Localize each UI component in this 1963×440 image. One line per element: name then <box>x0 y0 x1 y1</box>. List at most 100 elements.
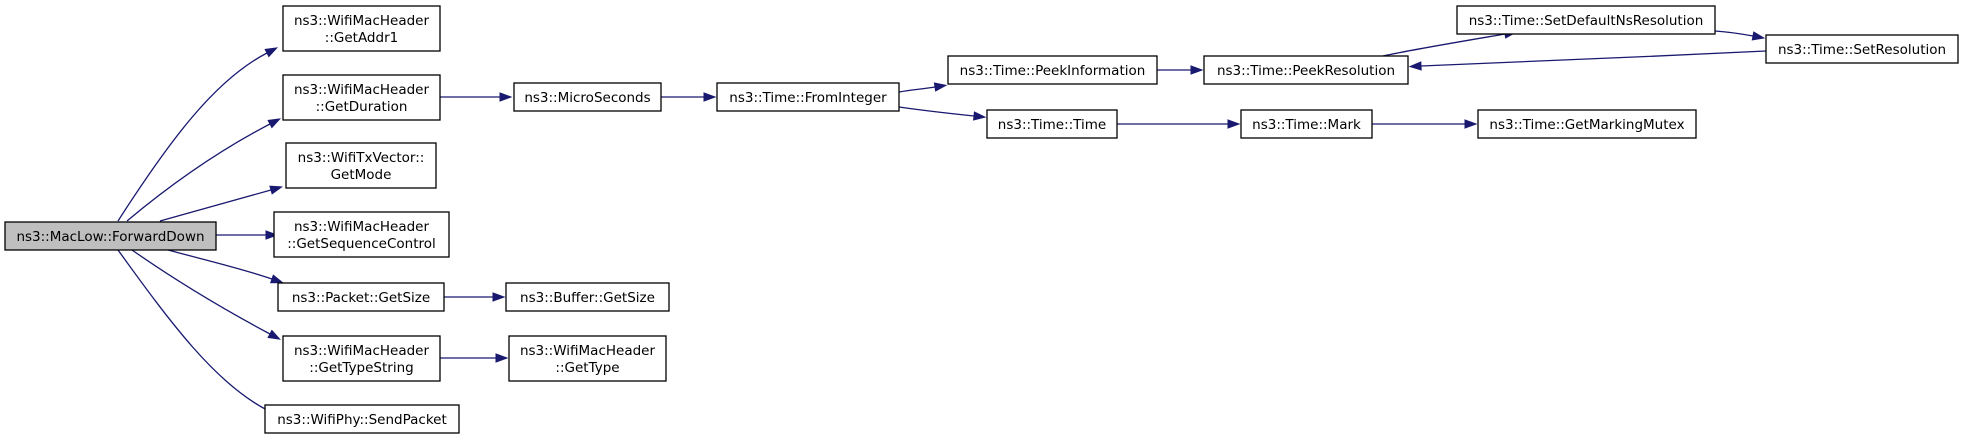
edge-n11-n13 <box>898 106 987 121</box>
edge-n17-n14 <box>1408 50 1767 71</box>
arrowhead <box>269 274 284 284</box>
node-label: ns3::Time::PeekResolution <box>1217 63 1395 79</box>
edge-line <box>898 86 936 93</box>
arrowhead <box>265 230 279 240</box>
node-label: ::GetAddr1 <box>325 30 398 46</box>
callee-node[interactable]: ns3::Time::GetMarkingMutex <box>1477 109 1697 139</box>
arrowhead <box>1408 61 1422 71</box>
node-box <box>1203 55 1409 85</box>
edge-n0-n7 <box>117 249 279 416</box>
arrowhead <box>1751 31 1766 41</box>
node-label: ::GetSequenceControl <box>287 236 436 252</box>
arrowhead <box>973 111 987 121</box>
current-function-node[interactable]: ns3::MacLow::ForwardDown <box>4 221 217 251</box>
node-label: ns3::Time::FromInteger <box>729 90 887 106</box>
node-box <box>285 142 437 189</box>
node-box <box>716 82 900 112</box>
node-box <box>1477 109 1697 139</box>
edge-line <box>167 249 273 280</box>
edge-n13-n15 <box>1117 119 1241 129</box>
callee-node[interactable]: ns3::WifiMacHeader::GetSequenceControl <box>273 211 450 258</box>
node-box <box>4 221 217 251</box>
node-label: ns3::Time::SetDefaultNsResolution <box>1469 13 1704 29</box>
callee-node[interactable]: ns3::Packet::GetSize <box>277 282 445 312</box>
node-label: ::GetTypeString <box>309 360 413 376</box>
node-box <box>282 5 441 52</box>
edge-n16-n17 <box>1714 30 1766 41</box>
node-label: ns3::WifiMacHeader <box>294 343 430 359</box>
node-label: ns3::WifiMacHeader <box>294 82 430 98</box>
node-label: ns3::WifiTxVector:: <box>298 150 425 166</box>
node-box <box>513 82 662 112</box>
node-box <box>273 211 450 258</box>
edge-line <box>131 249 271 335</box>
arrowhead <box>264 47 279 58</box>
callee-node[interactable]: ns3::Time::SetResolution <box>1765 34 1959 64</box>
node-box <box>282 74 441 121</box>
node-box <box>1240 109 1373 139</box>
node-label: GetMode <box>331 167 392 183</box>
edge-n6-n10 <box>440 353 509 363</box>
callee-node[interactable]: ns3::Time::Time <box>986 109 1118 139</box>
edge-line <box>117 52 268 222</box>
node-label: ns3::WifiMacHeader <box>294 13 430 29</box>
edge-n0-n2 <box>126 118 282 222</box>
arrowhead <box>269 185 283 195</box>
edge-line <box>117 249 268 411</box>
callee-node[interactable]: ns3::WifiTxVector::GetMode <box>285 142 437 189</box>
node-box <box>508 335 667 382</box>
arrowhead <box>703 92 717 102</box>
node-label: ns3::Time::GetMarkingMutex <box>1489 117 1684 133</box>
callee-node[interactable]: ns3::WifiMacHeader::GetType <box>508 335 667 382</box>
callee-node[interactable]: ns3::WifiMacHeader::GetDuration <box>282 74 441 121</box>
callee-node[interactable]: ns3::Time::FromInteger <box>716 82 900 112</box>
edge-n11-n12 <box>898 82 948 93</box>
node-box <box>505 282 670 312</box>
callee-node[interactable]: ns3::Time::PeekResolution <box>1203 55 1409 85</box>
node-box <box>986 109 1118 139</box>
arrowhead <box>1190 65 1204 75</box>
edge-n8-n11 <box>660 92 717 102</box>
node-label: ns3::MacLow::ForwardDown <box>16 229 204 245</box>
edge-line <box>1714 30 1754 37</box>
node-label: ns3::Buffer::GetSize <box>520 290 655 306</box>
callee-node[interactable]: ns3::WifiMacHeader::GetTypeString <box>282 335 441 382</box>
node-box <box>282 335 441 382</box>
edge-n5-n9 <box>444 292 506 302</box>
node-box <box>1765 34 1959 64</box>
node-label: ns3::Packet::GetSize <box>292 290 430 306</box>
arrowhead <box>492 292 506 302</box>
arrowhead <box>499 92 513 102</box>
node-box <box>947 55 1158 85</box>
callee-node[interactable]: ns3::MicroSeconds <box>513 82 662 112</box>
arrowhead <box>267 118 282 129</box>
node-label: ns3::Time::PeekInformation <box>960 63 1146 79</box>
edge-n12-n14 <box>1157 65 1204 75</box>
edge-n0-n5 <box>167 249 284 284</box>
callee-node[interactable]: ns3::Time::Mark <box>1240 109 1373 139</box>
node-label: ns3::WifiPhy::SendPacket <box>277 412 447 428</box>
nodes-layer: ns3::MacLow::ForwardDownns3::WifiMacHead… <box>4 5 1959 434</box>
node-label: ns3::MicroSeconds <box>524 90 650 106</box>
edge-n0-n4 <box>216 230 279 240</box>
node-label: ns3::Time::Time <box>998 117 1106 133</box>
node-box <box>277 282 445 312</box>
node-label: ns3::Time::Mark <box>1252 117 1361 133</box>
callee-node[interactable]: ns3::Buffer::GetSize <box>505 282 670 312</box>
node-label: ::GetDuration <box>316 99 408 115</box>
callee-node[interactable]: ns3::WifiMacHeader::GetAddr1 <box>282 5 441 52</box>
edge-line <box>1382 33 1506 57</box>
edge-n0-n3 <box>159 185 283 222</box>
edge-n15-n18 <box>1372 119 1478 129</box>
arrowhead <box>1227 119 1241 129</box>
callee-node[interactable]: ns3::WifiPhy::SendPacket <box>264 404 460 434</box>
node-label: ns3::WifiMacHeader <box>294 219 430 235</box>
arrowhead <box>1464 119 1478 129</box>
callee-node[interactable]: ns3::Time::SetDefaultNsResolution <box>1456 5 1716 35</box>
edge-n0-n6 <box>131 249 281 340</box>
callee-node[interactable]: ns3::Time::PeekInformation <box>947 55 1158 85</box>
arrowhead <box>495 353 509 363</box>
edge-line <box>159 189 272 222</box>
edge-line <box>898 106 975 117</box>
